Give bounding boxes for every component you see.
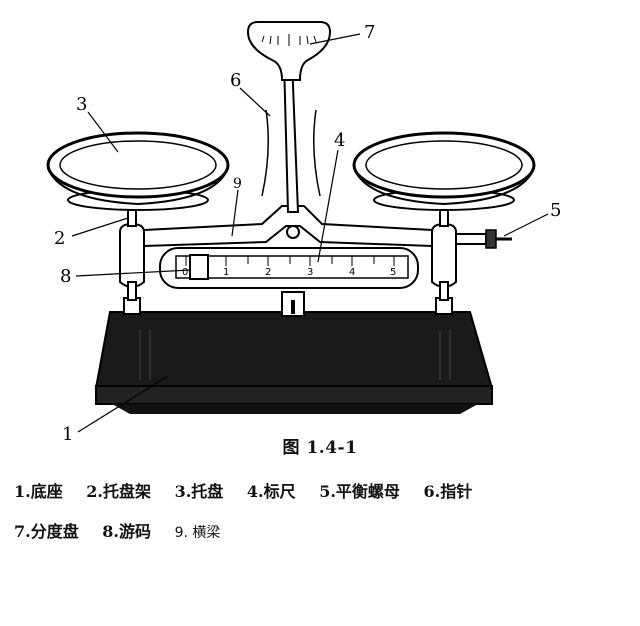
legend-row-2: 7.分度盘 8.游码 9. 横梁: [14, 518, 238, 542]
callout-4: 4: [334, 130, 345, 151]
legend-item-base: 1.底座: [14, 482, 63, 501]
legend-item-scale: 4.标尺: [246, 482, 296, 501]
callout-6: 6: [230, 70, 241, 91]
scale-mark: 2: [265, 267, 271, 278]
legend-item-rider: 8.游码: [102, 522, 152, 541]
callout-8: 8: [60, 266, 71, 287]
legend-item-balance-nut: 5.平衡螺母: [319, 482, 400, 501]
scale-mark: 0: [182, 267, 188, 278]
pan-support-left: [119, 203, 145, 301]
base: [94, 311, 494, 414]
callout-5: 5: [550, 200, 561, 221]
scale-mark: 4: [349, 267, 355, 278]
center-pillar: [281, 291, 305, 317]
callout-7: 7: [364, 22, 375, 43]
beam: [143, 205, 433, 248]
balance-nut: [455, 229, 512, 249]
scale-mark: 5: [390, 267, 396, 278]
dial: [246, 21, 332, 81]
legend-item-pan: 3.托盘: [174, 482, 224, 501]
legend-item-dial: 7.分度盘: [14, 522, 79, 541]
rider: [189, 254, 209, 280]
right-pan: [352, 131, 536, 211]
pointer: [261, 59, 321, 213]
legend-item-beam: 9. 横梁: [174, 525, 221, 541]
legend-item-pan-support: 2.托盘架: [86, 482, 152, 501]
scale-ruler: 0 1 2 3 4 5: [159, 247, 419, 289]
callout-2: 2: [54, 228, 65, 249]
leader-lines: [71, 33, 549, 433]
callout-9: 9: [233, 176, 242, 192]
legend-row-1: 1.底座 2.托盘架 3.托盘 4.标尺 5.平衡螺母 6.指针: [14, 478, 490, 502]
left-pan: [46, 131, 230, 211]
callout-1: 1: [62, 424, 73, 445]
callout-3: 3: [76, 94, 87, 115]
legend-item-pointer: 6.指针: [423, 482, 473, 501]
pan-support-right: [431, 203, 457, 301]
scale-mark: 3: [307, 267, 313, 278]
balance-diagram: 0 1 2 3 4 5: [46, 21, 561, 445]
scale-mark: 1: [223, 267, 229, 278]
figure-caption: 图 1.4-1: [282, 438, 358, 458]
